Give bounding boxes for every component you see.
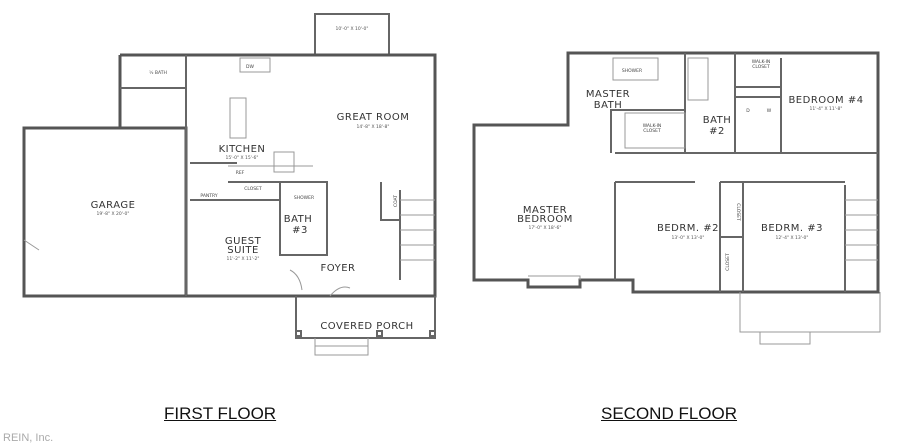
coat-label: COAT xyxy=(393,195,399,207)
master-bedroom-label-2: BEDROOM xyxy=(517,214,573,225)
door-swings xyxy=(23,239,351,297)
bedroom4-label: BEDROOM #4 xyxy=(788,95,863,106)
kitchen-dims: 15'-0" X 15'-6" xyxy=(226,155,259,161)
closet-label: CLOSET xyxy=(244,186,262,192)
porch-outline xyxy=(295,296,436,339)
dw-label: DW xyxy=(246,64,254,70)
bath3-label-1: BATH xyxy=(284,214,313,225)
deck-dims: 10'-0" X 10'-0" xyxy=(336,26,369,32)
master-bath-label-2: BATH xyxy=(594,100,623,111)
fixtures-2 xyxy=(528,57,881,345)
guest-suite-label-1: GUEST xyxy=(225,236,262,247)
half-bath-label: ½ BATH xyxy=(149,69,167,76)
bedrm2-label: BEDRM. #2 xyxy=(657,223,719,234)
great-room-dims: 14'-8" X 18'-8" xyxy=(357,124,390,130)
washer-label: W xyxy=(767,108,772,114)
walk-in-closet-1-l2: CLOSET xyxy=(643,128,661,134)
walk-in-closet-2-l2: CLOSET xyxy=(752,64,770,70)
great-room-label: GREAT ROOM xyxy=(337,112,410,123)
bath3-label-2: #3 xyxy=(292,225,308,236)
ref-label: REF xyxy=(236,170,245,176)
first-floor-plan: 10'-0" X 10'-0" ½ BATH DW GREAT ROOM 14'… xyxy=(22,13,437,356)
shower-label-2: SHOWER xyxy=(622,68,642,74)
porch-steps xyxy=(314,338,369,356)
second-floor-plan: MASTER BATH SHOWER WALK-IN CLOSET BATH #… xyxy=(472,51,881,345)
bath2-label-2: #2 xyxy=(709,126,725,137)
guest-suite-dims: 11'-2" X 11'-2" xyxy=(227,256,260,262)
bedroom4-dims: 11'-4" X 11'-8" xyxy=(810,106,843,112)
garage-label: GARAGE xyxy=(91,200,136,211)
kitchen-label: KITCHEN xyxy=(219,144,266,155)
dryer-label: D xyxy=(746,108,750,114)
exterior-walls-2 xyxy=(472,51,880,294)
walk-in-closet-2-l1: WALK-IN xyxy=(752,59,771,65)
garage-dims: 19'-8" X 20'-0" xyxy=(97,211,130,217)
deck xyxy=(314,13,390,56)
bedrm3-dims: 12'-4" X 13'-0" xyxy=(776,235,809,241)
bedrm3-label: BEDRM. #3 xyxy=(761,223,823,234)
second-floor-title: SECOND FLOOR xyxy=(601,404,738,423)
closet-b-label: CLOSET xyxy=(725,253,731,271)
bedrm2-dims: 13'-0" X 13'-0" xyxy=(672,235,705,241)
interior-walls-2 xyxy=(610,53,878,292)
first-floor-title: FIRST FLOOR xyxy=(164,404,277,423)
interior-walls xyxy=(120,55,401,296)
closet-a-label: CLOSET xyxy=(735,203,741,221)
guest-suite-label-2: SUITE xyxy=(227,245,259,256)
foyer-label: FOYER xyxy=(321,263,356,274)
master-bath-label-1: MASTER xyxy=(586,89,630,100)
master-bedroom-dims: 17'-0" X 18'-6" xyxy=(529,225,562,231)
walk-in-closet-1-l1: WALK-IN xyxy=(643,123,662,129)
porch-label: COVERED PORCH xyxy=(320,321,413,332)
bath2-label-1: BATH xyxy=(703,115,732,126)
pantry-label: PANTRY xyxy=(200,193,217,199)
watermark: REIN, Inc. xyxy=(3,432,54,444)
master-bedroom-label-1: MASTER xyxy=(523,205,567,216)
shower-label: SHOWER xyxy=(294,195,314,201)
fixtures xyxy=(228,57,435,261)
